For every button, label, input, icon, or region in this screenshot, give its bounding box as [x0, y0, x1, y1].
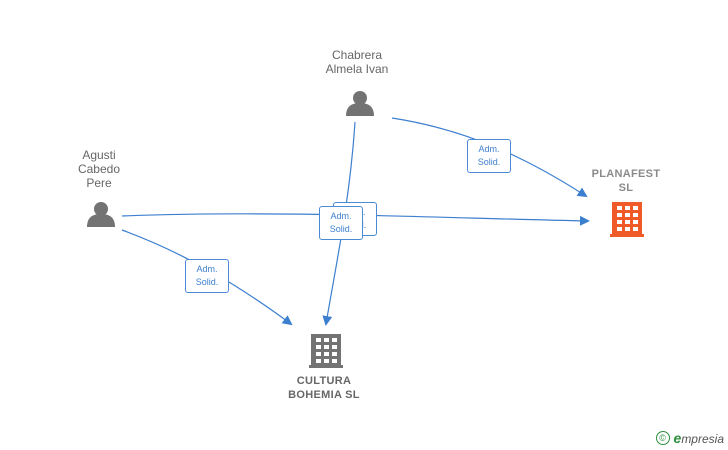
- company-name-line: PLANAFEST: [591, 168, 661, 180]
- edge-label-line: Solid.: [477, 157, 501, 167]
- node-label-planafest: PLANAFEST SL: [576, 167, 676, 195]
- company-name-line: CULTURA: [296, 375, 352, 387]
- footer-brand: © empresia: [655, 430, 724, 446]
- person-name-line: Cabedo: [77, 162, 121, 176]
- company-name-line: BOHEMIA SL: [288, 389, 360, 401]
- building-icon: [610, 202, 644, 237]
- brand-logo-e: e: [673, 430, 682, 446]
- building-icon: [309, 334, 343, 368]
- node-label-chabrera: Chabrera Almela Ivan: [312, 48, 402, 76]
- edge-label-line: Adm.: [330, 211, 352, 221]
- edge-label-line: Adm.: [196, 264, 218, 274]
- node-label-cultura: CULTURA BOHEMIA SL: [272, 374, 376, 402]
- edge-label-agusti-cultura: Adm. Solid.: [185, 259, 229, 293]
- edge-label-line: Solid.: [195, 277, 219, 287]
- person-icon: [87, 202, 115, 227]
- edge-label-line: Adm.: [478, 144, 500, 154]
- node-label-agusti: Agusti Cabedo Pere: [64, 148, 134, 190]
- person-name-line: Almela Ivan: [325, 62, 389, 76]
- person-name-line: Pere: [86, 176, 112, 190]
- edge-label-chabrera-planafest: Adm. Solid.: [467, 139, 511, 173]
- brand-logo-text: mpresia: [681, 432, 724, 446]
- brand-logo[interactable]: empresia: [674, 430, 724, 446]
- copyright-icon: ©: [655, 431, 670, 445]
- person-icon: [346, 91, 374, 116]
- company-name-line: SL: [618, 182, 634, 194]
- person-name-line: Agusti: [82, 148, 116, 162]
- edge-label-agusti-planafest: Adm. Solid.: [319, 206, 363, 240]
- edge-label-line: Solid.: [329, 224, 353, 234]
- person-name-line: Chabrera: [331, 48, 383, 62]
